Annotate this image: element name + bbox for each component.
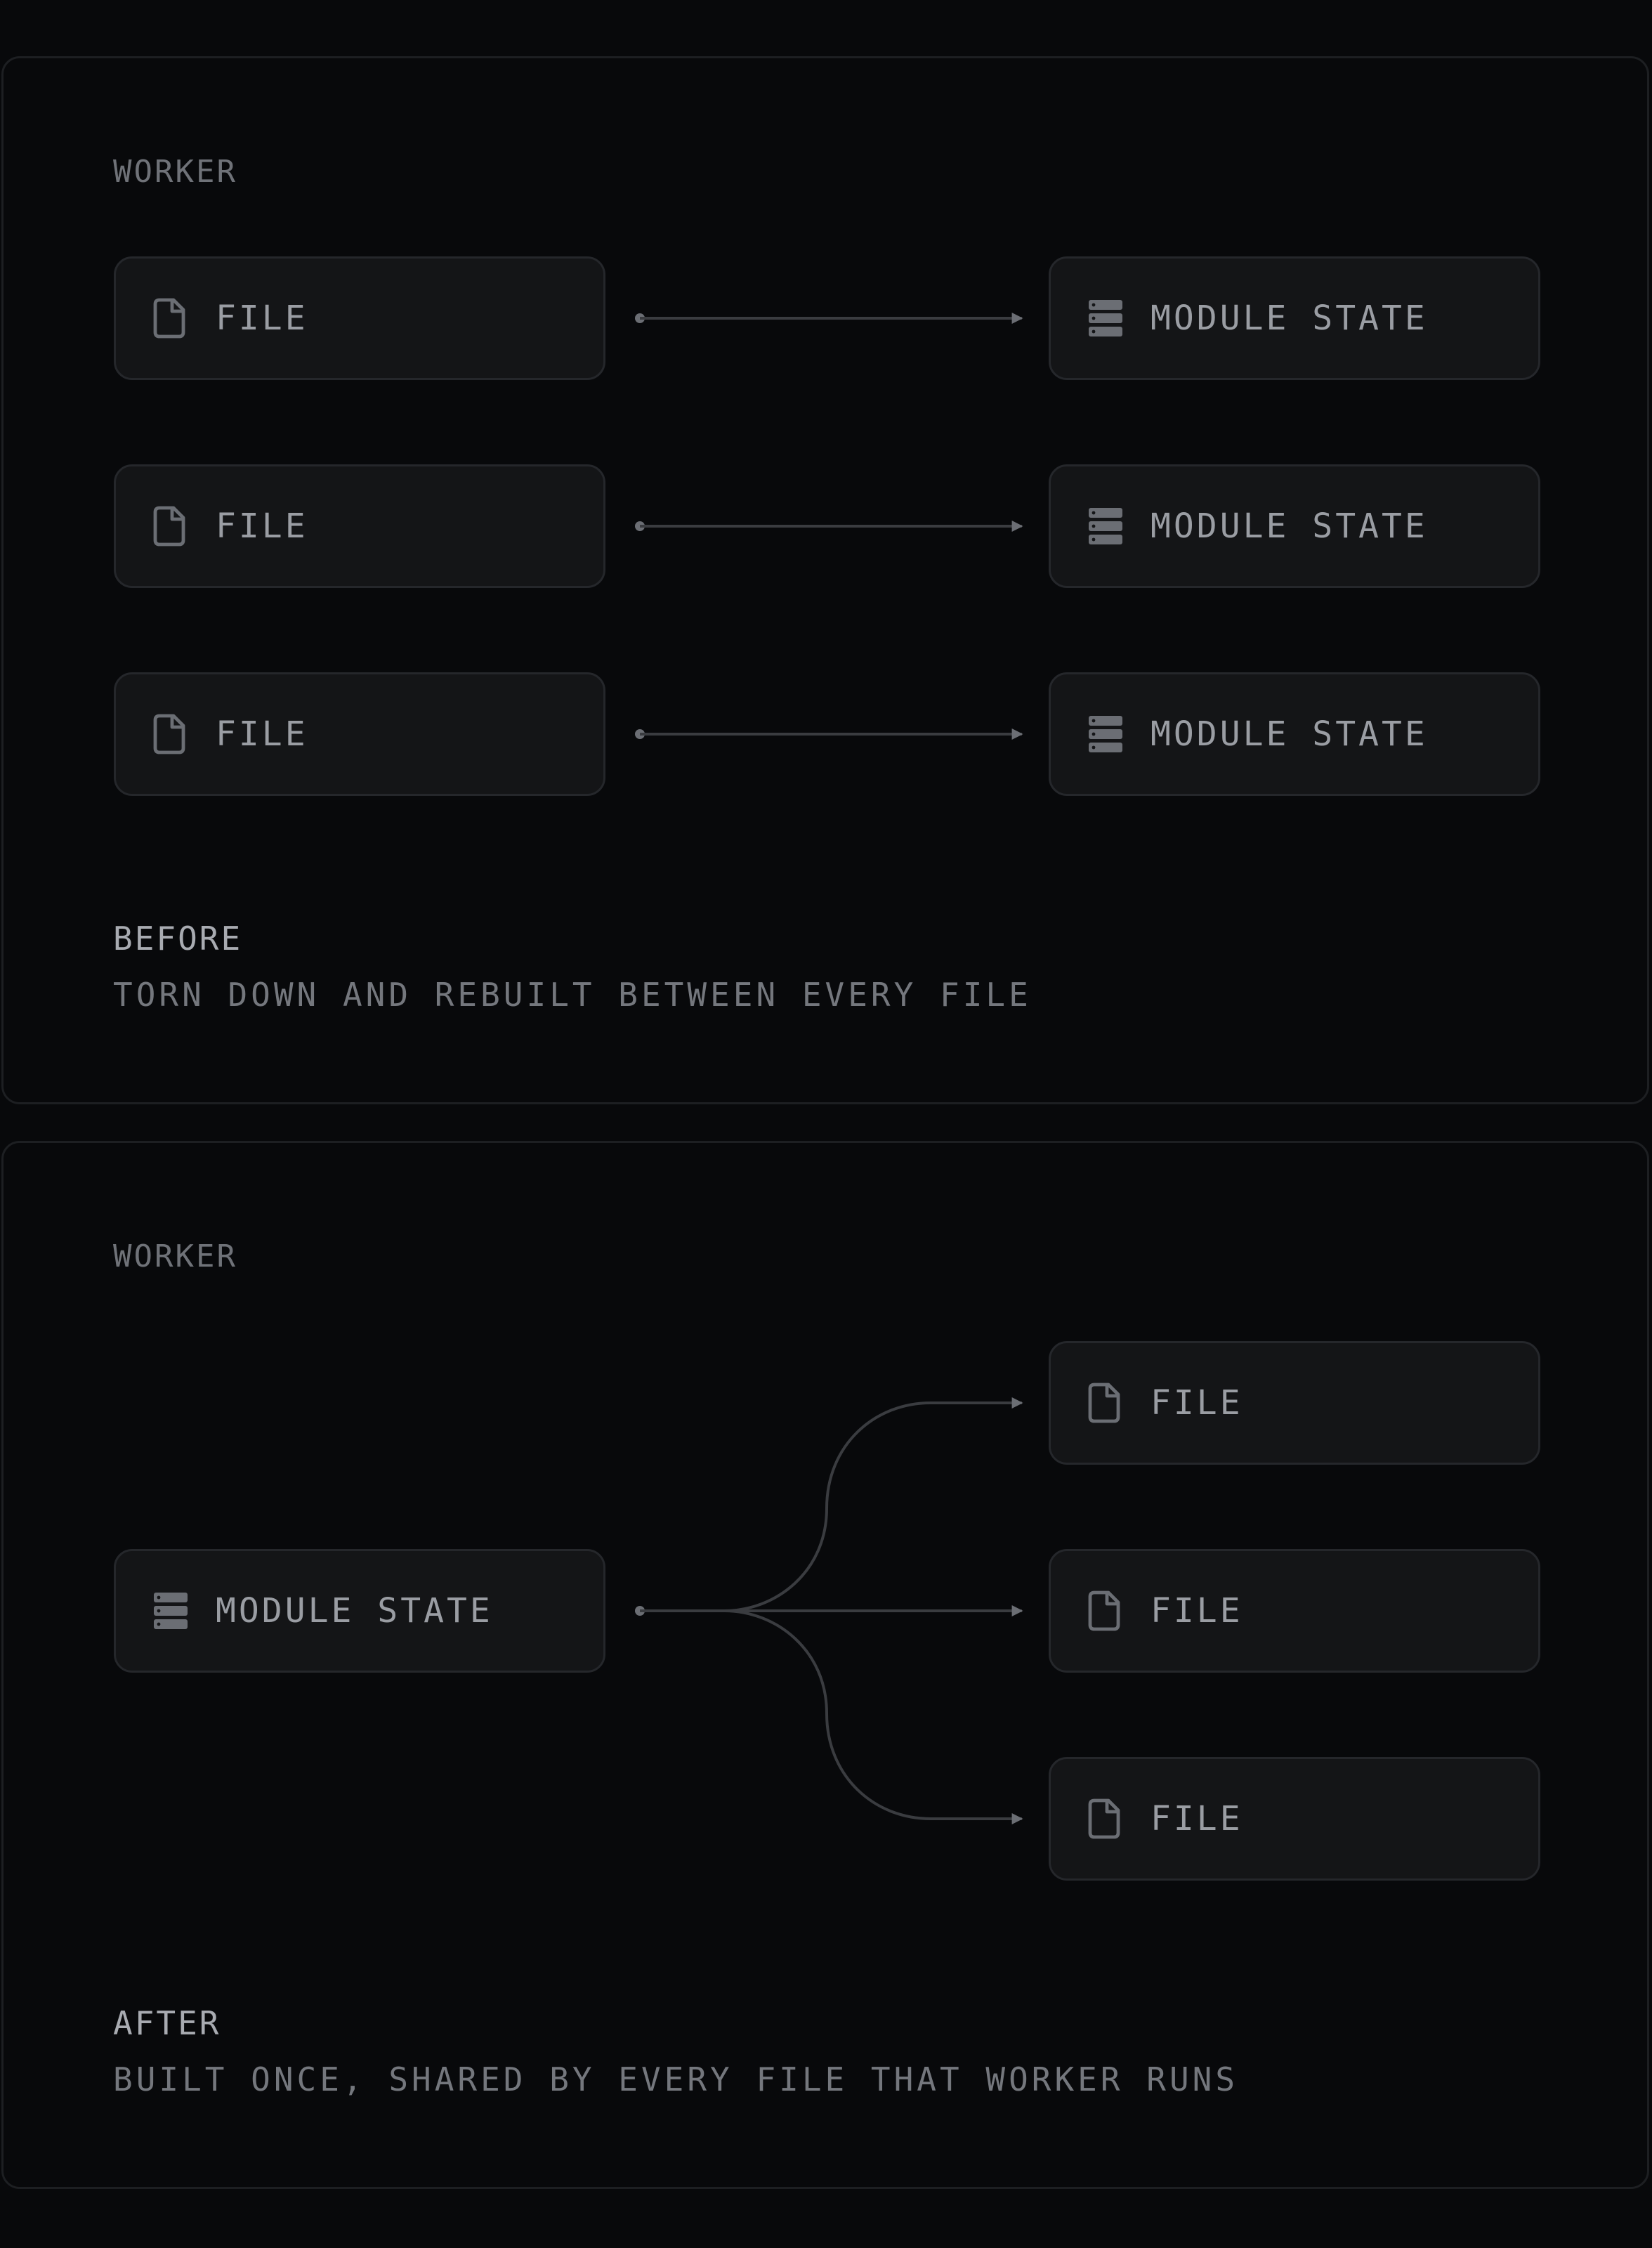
file-node: FILE (114, 256, 605, 380)
before-panel: WORKER FILE FILE FILE MODULE STATE (1, 56, 1649, 1104)
node-label: FILE (216, 299, 308, 338)
file-node: FILE (1049, 1341, 1540, 1465)
node-label: MODULE STATE (1150, 714, 1428, 754)
connector-row-1 (635, 313, 1023, 324)
database-icon (1089, 508, 1122, 544)
module-state-node: MODULE STATE (1049, 256, 1540, 380)
node-label: FILE (216, 714, 308, 754)
connector-row-3 (635, 728, 1023, 740)
file-node: FILE (1049, 1549, 1540, 1673)
module-state-node: MODULE STATE (1049, 672, 1540, 796)
node-label: FILE (1150, 1799, 1243, 1838)
caption-title: AFTER (113, 2004, 221, 2042)
file-icon (1088, 1383, 1120, 1423)
file-icon (153, 506, 185, 547)
after-connectors (635, 1397, 1023, 1824)
database-icon (1089, 300, 1122, 336)
module-state-node: MODULE STATE (114, 1549, 605, 1673)
database-icon (1089, 716, 1122, 752)
connector-to-bottom (640, 1609, 1023, 1824)
node-label: MODULE STATE (216, 1591, 493, 1631)
connector-row-2 (635, 521, 1023, 532)
file-icon (1088, 1798, 1120, 1839)
worker-label: WORKER (113, 154, 237, 190)
node-label: FILE (1150, 1591, 1243, 1631)
connector-to-top (640, 1397, 1023, 1612)
node-label: FILE (1150, 1383, 1243, 1423)
module-state-node: MODULE STATE (1049, 464, 1540, 588)
file-node: FILE (114, 464, 605, 588)
file-icon (153, 714, 185, 754)
caption-title: BEFORE (113, 920, 243, 958)
node-label: FILE (216, 507, 308, 546)
file-icon (1088, 1590, 1120, 1631)
file-node: FILE (1049, 1757, 1540, 1881)
worker-label: WORKER (113, 1239, 237, 1274)
caption-subtitle: TORN DOWN AND REBUILT BETWEEN EVERY FILE (113, 976, 1032, 1014)
before-connectors (635, 313, 1023, 740)
node-label: MODULE STATE (1150, 507, 1428, 546)
node-label: MODULE STATE (1150, 299, 1428, 338)
file-icon (153, 298, 185, 339)
after-panel: WORKER MODULE STATE FILE FILE FILE (1, 1141, 1649, 2189)
database-icon (154, 1593, 188, 1629)
caption-subtitle: BUILT ONCE, SHARED BY EVERY FILE THAT WO… (113, 2060, 1239, 2098)
file-node: FILE (114, 672, 605, 796)
